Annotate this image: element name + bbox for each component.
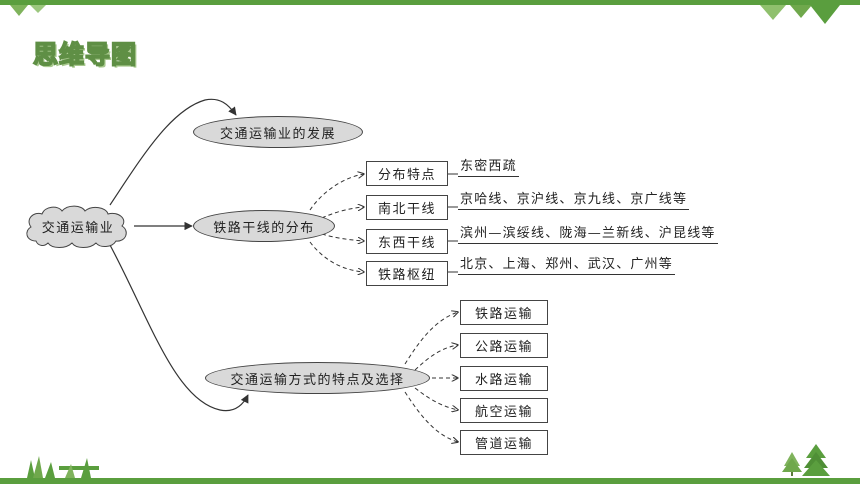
mode-item-pipeline: 管道运输 — [460, 430, 548, 455]
mode-item-air: 航空运输 — [460, 398, 548, 423]
railway-item-hubs: 铁路枢纽 — [366, 261, 448, 286]
grass-decoration-icon — [27, 456, 99, 478]
railway-detail-hubs: 北京、上海、郑州、武汉、广州等 — [458, 257, 676, 275]
leaf-banner-icon — [10, 5, 840, 24]
slide-title: 思维导图 — [32, 39, 138, 70]
root-cloud-shape — [26, 205, 127, 248]
bottom-accent-bar — [0, 478, 860, 484]
tree-icon — [782, 444, 830, 476]
mode-item-railway: 铁路运输 — [460, 300, 548, 325]
mode-item-water: 水路运输 — [460, 366, 548, 391]
railway-detail-east-west: 滨州—滨绥线、陇海—兰新线、沪昆线等 — [458, 226, 718, 244]
railway-item-north-south: 南北干线 — [366, 195, 448, 220]
railway-detail-distribution: 东密西疏 — [458, 159, 519, 177]
railway-detail-north-south: 京哈线、京沪线、京九线、京广线等 — [458, 192, 690, 210]
mode-item-road: 公路运输 — [460, 333, 548, 358]
railway-item-east-west: 东西干线 — [366, 229, 448, 254]
root-node: 交通运输业 — [41, 220, 115, 236]
branch-modes-node: 交通运输方式的特点及选择 — [205, 362, 430, 394]
branch-railway-node: 铁路干线的分布 — [193, 210, 335, 242]
railway-item-distribution: 分布特点 — [366, 161, 448, 186]
branch-development-node: 交通运输业的发展 — [193, 116, 363, 148]
top-accent-bar — [0, 0, 860, 5]
